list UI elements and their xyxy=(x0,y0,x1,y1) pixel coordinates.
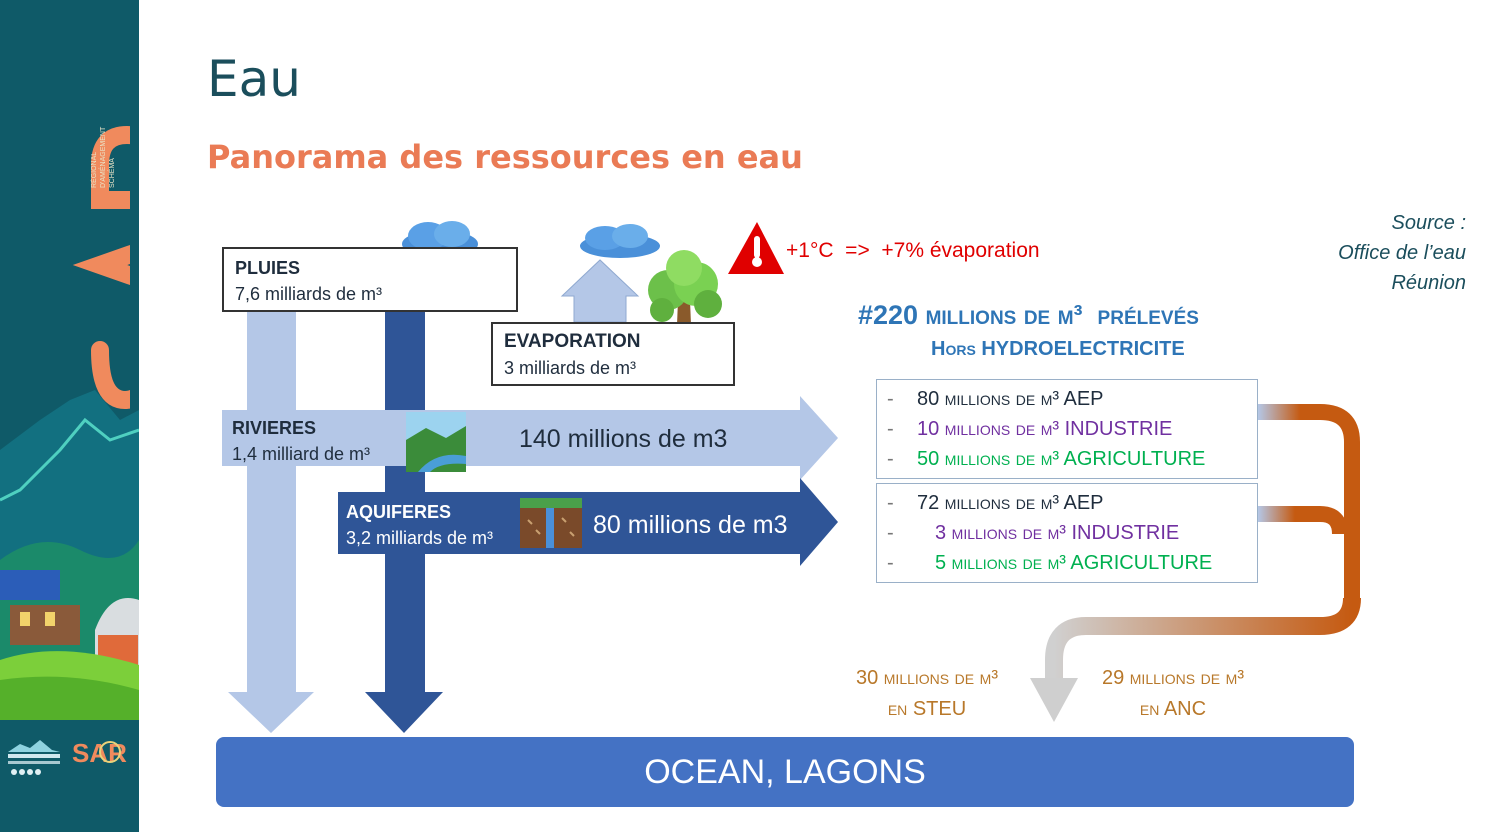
evaporation-value: 3 milliards de m³ xyxy=(504,358,637,378)
evaporation-box: EVAPORATION 3 milliards de m³ xyxy=(491,322,735,386)
source-note: Source : Office de l’eau Réunion xyxy=(1266,208,1466,298)
rainfall-value: 7,6 milliards de m³ xyxy=(235,284,383,304)
withdrawals-subline: Hors HYDROELECTRICITE xyxy=(931,338,1185,360)
logo-subtitle-line-2: D'AMÉNAGEMENT xyxy=(98,126,107,188)
tree-icon xyxy=(648,250,722,350)
rivers-value: 1,4 milliard de m³ xyxy=(232,444,371,464)
aquifer-soil-icon xyxy=(520,498,582,548)
river-flow-arrow xyxy=(222,396,838,480)
evaporation-cloud-icon xyxy=(580,224,660,258)
anc-line-2: en ANC xyxy=(1139,698,1207,720)
rainfall-title: PLUIES xyxy=(235,258,301,278)
evaporation-title: EVAPORATION xyxy=(504,331,641,352)
withdrawal-surface-agriculture: -50 millions de m³ AGRICULTURE xyxy=(887,448,1206,470)
anc-line-1: 29 millions de m³ xyxy=(1101,667,1245,689)
withdrawal-surface-industrie: -10 millions de m³ INDUSTRIE xyxy=(887,418,1173,440)
aquifers-title: AQUIFERES xyxy=(346,502,452,522)
footer-logos: SAR xyxy=(8,738,127,775)
return-flow-1 xyxy=(1258,404,1360,600)
rivers-flow-label: 140 millions de m3 xyxy=(519,425,728,453)
logo-subtitle-line-1: SCHÉMA xyxy=(107,158,116,188)
logo-subtitle-line-3: RÉGIONAL xyxy=(90,152,98,188)
rain-runoff-arrow xyxy=(228,312,314,733)
steu-line-1: 30 millions de m³ xyxy=(855,667,999,689)
sar-logo xyxy=(72,121,130,410)
aquifers-value: 3,2 milliards de m³ xyxy=(346,528,494,548)
withdrawals-headline: #220 millions de m³ prélevés xyxy=(858,300,1199,330)
ocean-label: OCEAN, LAGONS xyxy=(644,752,926,791)
rainfall-box: PLUIES 7,6 milliards de m³ xyxy=(222,247,518,312)
evaporation-arrow xyxy=(560,259,640,323)
steu-line-2: en STEU xyxy=(887,698,967,720)
sar-logo-subtitle: SCHÉMA D'AMÉNAGEMENT RÉGIONAL xyxy=(90,126,116,188)
return-flow-merge xyxy=(1045,597,1361,680)
sidebar: SCHÉMA D'AMÉNAGEMENT RÉGIONAL SAR xyxy=(0,0,139,832)
source-line-2: Office de l’eau xyxy=(1338,242,1466,264)
source-line-1: Source : xyxy=(1391,212,1466,234)
rivers-title: RIVIERES xyxy=(232,418,317,438)
ocean-lagoons-bar: OCEAN, LAGONS xyxy=(216,737,1354,807)
withdrawal-ground-aep: -72 millions de m³ AEP xyxy=(887,492,1104,514)
warning-icon xyxy=(728,222,784,274)
return-flow-arrowhead xyxy=(1030,678,1078,722)
withdrawals-surface-box: -80 millions de m³ AEP -10 millions de m… xyxy=(876,379,1258,479)
source-line-3: Réunion xyxy=(1391,272,1466,294)
return-flow-2 xyxy=(1258,506,1348,535)
aquifer-flow-arrow xyxy=(338,478,838,566)
withdrawal-ground-agriculture: -5 millions de m³ AGRICULTURE xyxy=(887,552,1213,574)
aquifers-flow-label: 80 millions de m3 xyxy=(593,511,788,539)
page-subtitle: Panorama des ressources en eau xyxy=(207,138,803,176)
river-landscape-icon xyxy=(406,412,466,472)
withdrawal-surface-aep: -80 millions de m³ AEP xyxy=(887,388,1104,410)
withdrawal-ground-industrie: -3 millions de m³ INDUSTRIE xyxy=(887,522,1180,544)
landscape-illustration xyxy=(0,390,139,720)
page-title: Eau xyxy=(207,50,301,108)
withdrawals-groundwater-box: -72 millions de m³ AEP -3 millions de m³… xyxy=(876,483,1258,583)
warming-note: +1°C => +7% évaporation xyxy=(786,239,1040,262)
